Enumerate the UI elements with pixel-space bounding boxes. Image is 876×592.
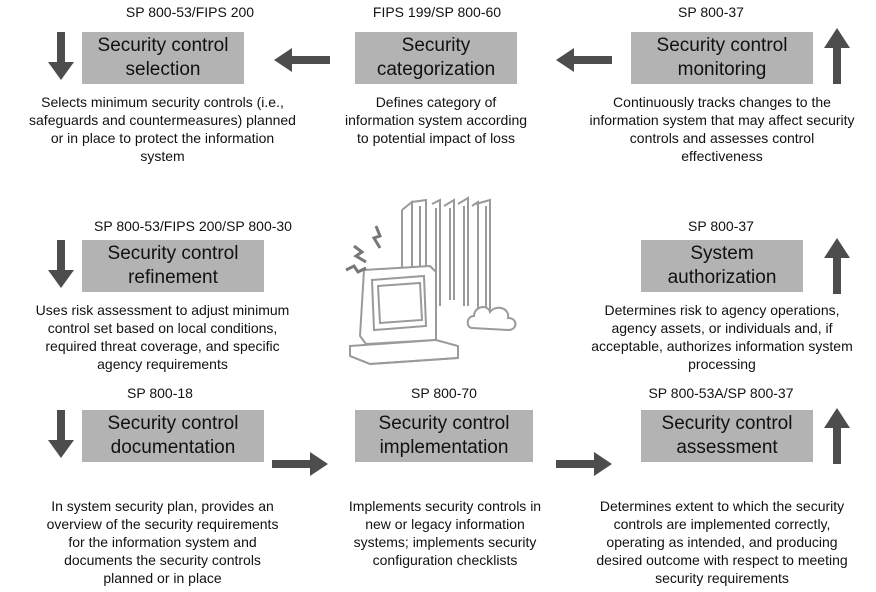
desc-line: acceptable, authorizes information syste… (591, 338, 853, 354)
arrow-right-icon (272, 452, 328, 476)
computer-illustration-icon (345, 196, 517, 366)
implementation-title-line1: Security control (378, 413, 510, 434)
documentation-box: Security control documentation (82, 410, 264, 462)
monitoring-title-line1: Security control (656, 35, 788, 56)
categorization-box: Security categorization (355, 32, 517, 84)
monitoring-reference: SP 800-37 (678, 4, 744, 20)
arrow-up-icon (824, 238, 850, 294)
desc-line: controls are implemented correctly, (613, 516, 831, 532)
desc-line: desired outcome with respect to meeting (596, 552, 848, 568)
categorization-title-line2: categorization (376, 59, 496, 80)
implementation-reference: SP 800-70 (411, 385, 477, 401)
desc-line: Implements security controls in (348, 498, 542, 514)
arrow-down-icon (48, 240, 74, 288)
assessment-reference: SP 800-53A/SP 800-37 (648, 385, 794, 401)
desc-line: Defines category of (375, 94, 497, 110)
desc-line: Determines extent to which the security (599, 498, 845, 514)
authorization-reference: SP 800-37 (688, 218, 754, 234)
desc-line: Continuously tracks changes to the (613, 94, 831, 110)
desc-line: or in place to protect the information (50, 130, 275, 146)
desc-line: operating as intended, and producing (606, 534, 838, 550)
selection-title-line1: Security control (97, 35, 229, 56)
categorization-description: Defines category of information system a… (320, 93, 552, 147)
desc-line: agency assets, or individuals and, if (611, 320, 833, 336)
desc-line: systems; implements security (353, 534, 537, 550)
assessment-title-line1: Security control (661, 413, 793, 434)
desc-line: Uses risk assessment to adjust minimum (35, 302, 290, 318)
desc-line: information system according (344, 112, 528, 128)
desc-line: to potential impact of loss (357, 130, 515, 146)
documentation-title-line1: Security control (107, 413, 239, 434)
desc-line: documents the security controls (64, 552, 261, 568)
assessment-box: Security control assessment (641, 410, 813, 462)
desc-line: system (140, 148, 185, 164)
selection-description: Selects minimum security controls (i.e.,… (0, 93, 325, 165)
desc-line: planned or in place (103, 570, 222, 586)
implementation-title-line2: implementation (379, 437, 509, 458)
desc-line: for the information system and (68, 534, 257, 550)
desc-line: required threat coverage, and specific (45, 338, 280, 354)
refinement-box: Security control refinement (82, 240, 264, 292)
arrow-right-icon (556, 452, 612, 476)
desc-line: overview of the security requirements (46, 516, 279, 532)
desc-line: configuration checklists (372, 552, 518, 568)
documentation-title-line2: documentation (110, 437, 236, 458)
desc-line: security requirements (655, 570, 789, 586)
desc-line: controls and assesses control (629, 130, 815, 146)
arrow-up-icon (824, 28, 850, 84)
arrow-down-icon (48, 410, 74, 458)
desc-line: effectiveness (681, 148, 763, 164)
implementation-description: Implements security controls in new or l… (318, 497, 572, 569)
categorization-reference: FIPS 199/SP 800-60 (372, 4, 502, 20)
desc-line: processing (688, 356, 756, 372)
desc-line: safeguards and countermeasures) planned (29, 112, 296, 128)
authorization-box: System authorization (641, 240, 803, 292)
authorization-description: Determines risk to agency operations, ag… (563, 301, 876, 373)
implementation-box: Security control implementation (355, 410, 533, 462)
assessment-description: Determines extent to which the security … (563, 497, 876, 587)
authorization-title-line1: System (690, 243, 754, 264)
refinement-title-line2: refinement (128, 267, 218, 288)
authorization-title-line2: authorization (667, 267, 777, 288)
arrow-up-icon (824, 408, 850, 464)
arrow-left-icon (274, 48, 330, 72)
desc-line: Determines risk to agency operations, (604, 302, 840, 318)
desc-line: new or legacy information (365, 516, 525, 532)
monitoring-description: Continuously tracks changes to the infor… (563, 93, 876, 165)
desc-line: information system that may affect secur… (589, 112, 855, 128)
desc-line: agency requirements (97, 356, 228, 372)
documentation-reference: SP 800-18 (127, 385, 193, 401)
arrow-down-icon (48, 32, 74, 80)
assessment-title-line2: assessment (676, 437, 778, 458)
selection-reference: SP 800-53/FIPS 200 (125, 4, 255, 20)
categorization-title-line1: Security (401, 35, 471, 56)
refinement-description: Uses risk assessment to adjust minimum c… (0, 301, 325, 373)
monitoring-title-line2: monitoring (677, 59, 767, 80)
monitoring-box: Security control monitoring (631, 32, 813, 84)
selection-box: Security control selection (82, 32, 244, 84)
desc-line: Selects minimum security controls (i.e., (41, 94, 284, 110)
desc-line: In system security plan, provides an (51, 498, 274, 514)
desc-line: control set based on local conditions, (47, 320, 278, 336)
refinement-reference: SP 800-53/FIPS 200/SP 800-30 (94, 218, 292, 234)
selection-title-line2: selection (125, 59, 201, 80)
documentation-description: In system security plan, provides an ove… (0, 497, 325, 587)
arrow-left-icon (556, 48, 612, 72)
refinement-title-line1: Security control (107, 243, 239, 264)
